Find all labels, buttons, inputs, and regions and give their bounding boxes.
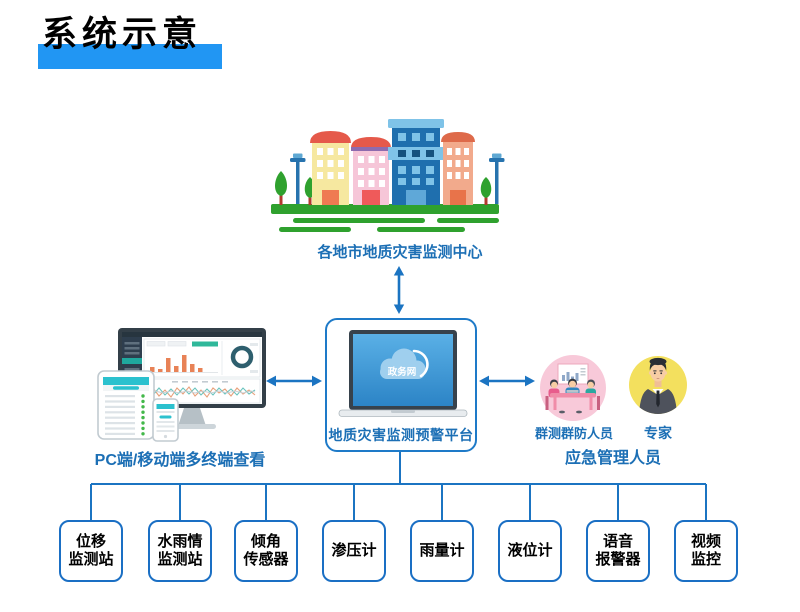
device-box-tilt-sensor: 倾角 传感器 (234, 520, 298, 582)
device-box-voice-alarm: 语音 报警器 (586, 520, 650, 582)
laptop-icon: 政务网 (338, 330, 468, 417)
building-yellow (310, 131, 351, 205)
group-label: 群测群防人员 (534, 426, 613, 441)
city-illustration (271, 119, 505, 232)
double-arrow-right-icon (479, 375, 535, 387)
expert-icon (629, 356, 687, 414)
ground (271, 204, 499, 232)
city-label: 各地市地质灾害监测中心 (317, 244, 483, 261)
multi-terminal-illustration (97, 328, 266, 442)
building-salmon (441, 132, 475, 205)
device-box-level-gauge: 液位计 (498, 520, 562, 582)
device-box-displacement-station: 位移 监测站 (59, 520, 123, 582)
connector-lines (90, 452, 707, 521)
platform-box: 政务网 地质灾害监测预警平台 (325, 318, 477, 452)
device-box-piezometer: 渗压计 (322, 520, 386, 582)
responders-section-label: 应急管理人员 (564, 450, 661, 467)
cloud-label: 政务网 (388, 366, 417, 378)
viewer-label: PC端/移动端多终端查看 (94, 452, 266, 469)
double-arrow-vertical-icon (393, 266, 405, 314)
building-blue (388, 119, 444, 205)
device-box-rain-water-station: 水雨情 监测站 (148, 520, 212, 582)
device-box-rain-gauge: 雨量计 (410, 520, 474, 582)
group-meeting-icon (540, 355, 606, 421)
title-highlight-bar (38, 44, 222, 69)
expert-label: 专家 (644, 425, 672, 441)
double-arrow-left-icon (266, 375, 322, 387)
cloud-icon: 政务网 (380, 348, 429, 379)
tablet-icon (97, 370, 155, 440)
building-pink (351, 137, 391, 205)
platform-label: 地质灾害监测预警平台 (328, 427, 474, 443)
monitor-icon (118, 328, 266, 429)
page-title: 系统示意 (42, 15, 203, 54)
responders-illustration (540, 355, 687, 421)
device-box-video-monitor: 视频 监控 (674, 520, 738, 582)
street-lamp-icon (290, 153, 505, 204)
phone-icon (152, 398, 179, 442)
